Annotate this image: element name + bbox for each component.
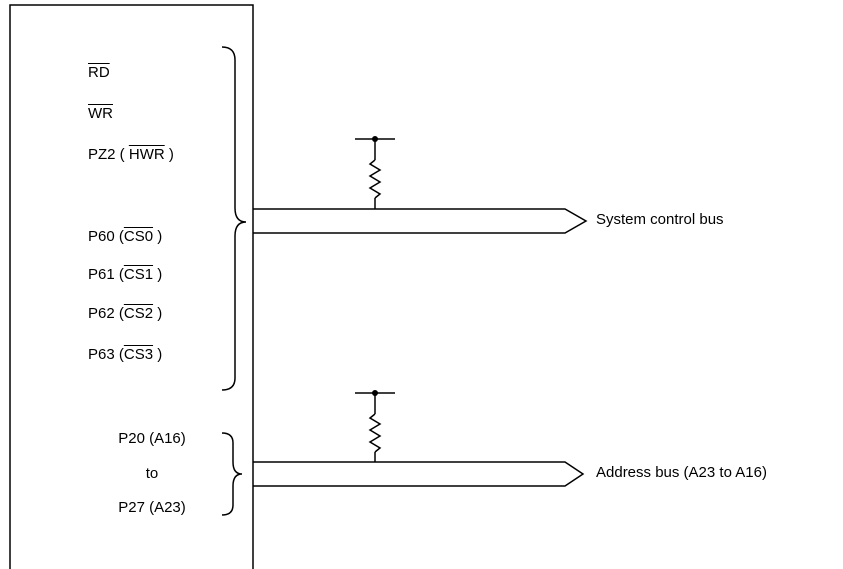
address-bus-label: Address bus (A23 to A16) (596, 464, 767, 481)
signal-p63-func: CS3 (123, 346, 154, 363)
system-signals-brace (221, 46, 247, 391)
signal-rd-name: RD (88, 64, 110, 81)
address-bus-pullup-resistor (355, 392, 395, 462)
signal-p60: P60 (CS0 ) (88, 228, 162, 246)
signal-p62-port: P62 ( (88, 305, 124, 322)
signal-rd: RD (88, 64, 110, 82)
signal-p61-func: CS1 (123, 266, 154, 283)
system-bus-pullup-resistor (355, 138, 395, 209)
signal-p62: P62 (CS2 ) (88, 305, 162, 323)
signal-pz2: PZ2 ( HWR ) (88, 146, 174, 164)
signal-p61: P61 (CS1 ) (88, 266, 162, 284)
system-control-bus-label: System control bus (596, 211, 724, 228)
system-control-bus-arrow (253, 208, 588, 234)
signal-p63-port: P63 ( (88, 346, 124, 363)
address-pin-last: P27 (A23) (118, 499, 186, 516)
signal-pz2-port: PZ2 ( (88, 146, 125, 163)
signal-wr: WR (88, 105, 113, 123)
address-pins-brace (221, 432, 243, 516)
signal-wr-name: WR (88, 105, 113, 122)
signal-p62-close: ) (153, 305, 163, 322)
system-bus-pullup-node (372, 136, 378, 142)
address-bus-pullup-node (372, 390, 378, 396)
signal-pz2-func: HWR (128, 146, 165, 163)
signal-p60-func: CS0 (123, 228, 154, 245)
signal-p61-port: P61 ( (88, 266, 124, 283)
chip-body (9, 4, 254, 569)
signal-p63-close: ) (153, 346, 163, 363)
signal-pz2-close: ) (164, 146, 174, 163)
signal-p60-close: ) (153, 228, 163, 245)
signal-p60-port: P60 ( (88, 228, 124, 245)
signal-p63: P63 (CS3 ) (88, 346, 162, 364)
address-pin-first: P20 (A16) (118, 430, 186, 447)
signal-p62-func: CS2 (123, 305, 154, 322)
address-bus-arrow (253, 461, 585, 487)
address-pin-to: to (145, 465, 159, 482)
signal-p61-close: ) (153, 266, 163, 283)
